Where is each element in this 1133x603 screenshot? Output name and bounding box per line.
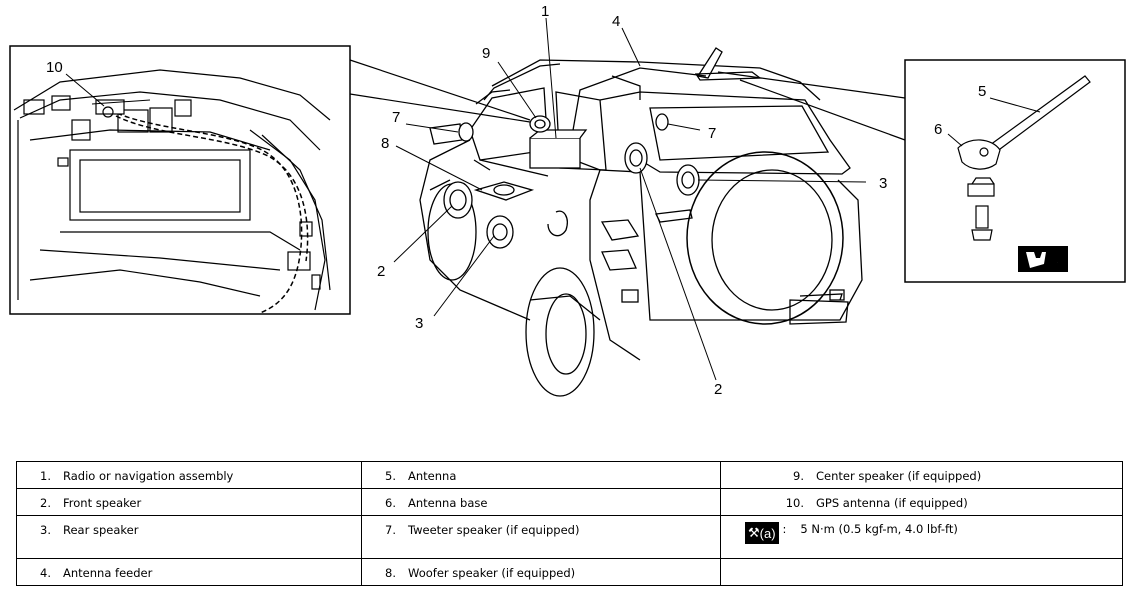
legend-text: GPS antenna (if equipped): [816, 496, 968, 510]
dashboard-inset: [9, 45, 351, 315]
callout-7-left: 7: [392, 109, 400, 126]
torque-symbol-legend: (a): [759, 525, 776, 541]
callout-labels: 1 4 9 7 7 8 3 2 3 2 5 6 10: [46, 3, 986, 398]
callout-2-right: 2: [714, 381, 722, 398]
legend-text: Woofer speaker (if equipped): [408, 566, 576, 580]
legend-number: 6.: [385, 496, 396, 510]
legend-text: Antenna base: [408, 496, 488, 510]
legend-table: 1. Radio or navigation assembly 5. Antenna…: [16, 461, 1123, 586]
torque-symbol: (a): [1048, 253, 1064, 268]
inset-leader-lines: [349, 59, 531, 123]
callout-10: 10: [46, 59, 63, 76]
callout-3-right: 3: [879, 175, 887, 192]
legend-row: 4. Antenna feeder 8. Woofer speaker (if eq…: [16, 558, 1123, 586]
legend-text: Rear speaker: [63, 523, 139, 537]
callout-8: 8: [381, 135, 389, 152]
antenna-leader-lines: [717, 71, 906, 141]
callout-2-left: 2: [377, 263, 385, 280]
vehicle-outline: [419, 47, 863, 397]
legend-text: Front speaker: [63, 496, 142, 510]
legend-row: 1. Radio or navigation assembly 5. Antenna…: [16, 461, 1123, 489]
callout-1: 1: [541, 3, 549, 20]
callout-leaders: [65, 17, 1041, 381]
audio-system-diagram: (a): [9, 3, 1126, 398]
wrench-torque-icon: ⚒(a): [745, 522, 779, 544]
legend-row: 3. Rear speaker 7. Tweeter speaker (if equ…: [16, 515, 1123, 559]
tweeter-speaker-right: [655, 113, 669, 131]
callout-4: 4: [612, 13, 620, 30]
legend-number: 5.: [385, 469, 396, 483]
callout-3-left: 3: [415, 315, 423, 332]
callout-6: 6: [934, 121, 942, 138]
antenna-inset: (a): [904, 59, 1126, 283]
legend-number: 10.: [785, 496, 804, 510]
legend-number: 2.: [40, 496, 51, 510]
legend-row: 2. Front speaker 6. Antenna base 10. GPS an…: [16, 488, 1123, 516]
legend-text: Radio or navigation assembly: [63, 469, 234, 483]
legend-text: Antenna feeder: [63, 566, 153, 580]
legend-number: 1.: [40, 469, 51, 483]
legend-text: Antenna: [408, 469, 457, 483]
legend-number: 4.: [40, 566, 51, 580]
legend-number: 7.: [385, 523, 396, 537]
callout-7-right: 7: [708, 125, 716, 142]
callout-5: 5: [978, 83, 986, 100]
legend-text: 5 N·m (0.5 kgf-m, 4.0 lbf-ft): [800, 522, 958, 536]
legend-number: 8.: [385, 566, 396, 580]
legend-number: 3.: [40, 523, 51, 537]
tweeter-speaker-left: [458, 122, 474, 142]
callout-9: 9: [482, 45, 490, 62]
components: [443, 113, 700, 249]
legend-colon: :: [782, 522, 787, 536]
legend-number: 9.: [793, 469, 804, 483]
legend-text: Center speaker (if equipped): [816, 469, 982, 483]
legend-text: Tweeter speaker (if equipped): [408, 523, 580, 537]
radio-assembly: [529, 137, 581, 169]
